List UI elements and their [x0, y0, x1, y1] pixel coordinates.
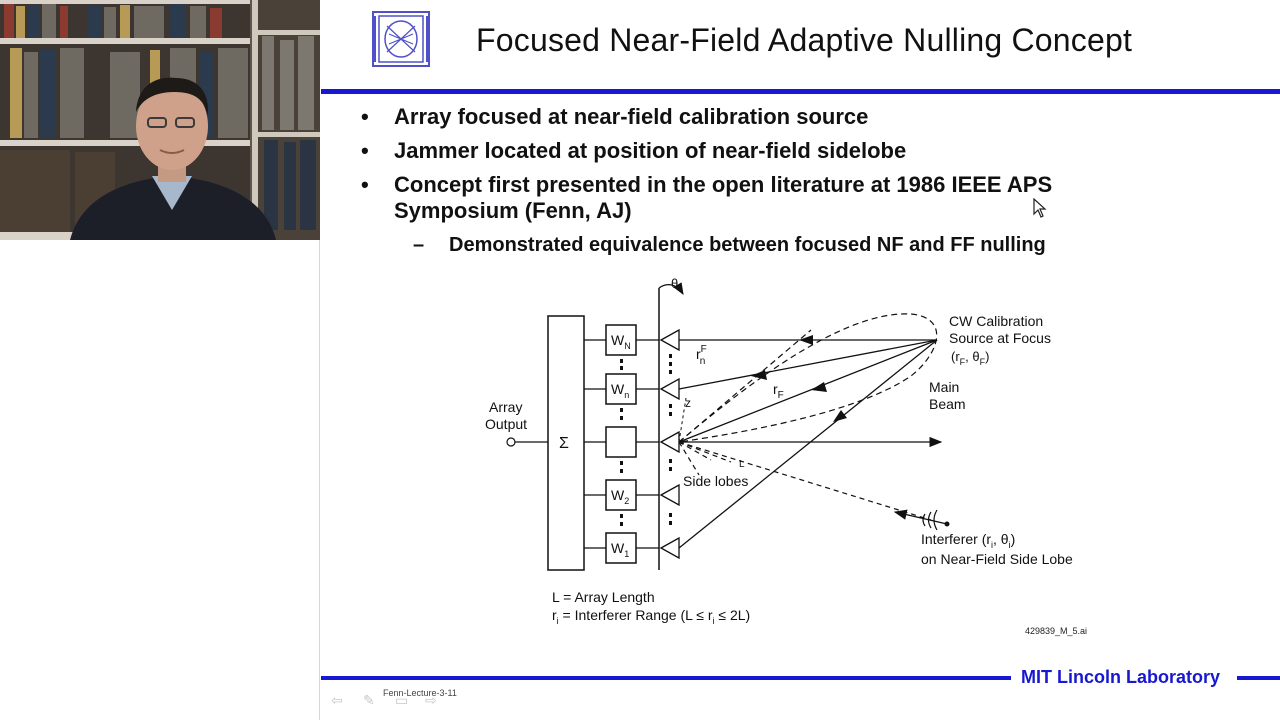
footer-rule-left [321, 676, 1011, 680]
weight-label-1: W1 [611, 540, 629, 559]
weight-box-1 [605, 532, 637, 564]
bullet-text: Jammer located at position of near-field… [394, 138, 907, 163]
footer-brand: MIT Lincoln Laboratory [1021, 667, 1221, 687]
interferer-label-1: Interferer (ri, θi) [921, 531, 1015, 550]
array-output-label-1: Array [489, 399, 522, 415]
antenna-elements [659, 328, 680, 560]
lecture-id: Fenn-Lecture-3-11 [383, 688, 457, 698]
z-label: z [685, 396, 691, 410]
weight-box-center [605, 426, 637, 458]
side-panel [0, 240, 320, 720]
main-beam-label-1: Main [929, 379, 959, 395]
pen-tool-icon[interactable]: ✎ [363, 692, 375, 708]
bullet-item: • Array focused at near-field calibratio… [361, 104, 869, 130]
figure-id: 429839_M_5.ai [1025, 626, 1088, 636]
next-slide-icon[interactable]: ⇨ [425, 692, 437, 708]
bullet-continuation: Symposium (Fenn, AJ) [394, 198, 632, 223]
screen-icon[interactable]: ▭ [395, 692, 409, 708]
lincoln-lab-logo-icon [372, 11, 430, 67]
title-rule [321, 89, 1280, 94]
interferer-icon [922, 509, 938, 531]
cw-label-1: CW Calibration [949, 313, 1043, 329]
rf-label: rF [773, 381, 784, 401]
summer-box [547, 315, 585, 571]
main-beam-lobe [676, 313, 938, 443]
weight-label-n: Wn [611, 381, 629, 400]
cw-label-3: (rF, θF) [951, 349, 989, 367]
footer-rule-right [1237, 676, 1280, 680]
l-label: L [739, 459, 745, 470]
legend-line-1: L = Array Length [552, 589, 655, 605]
sub-bullet-item: – Demonstrated equivalence between focus… [413, 234, 1046, 257]
cw-label-2: Source at Focus [949, 330, 1051, 346]
theta-label: θ [671, 276, 678, 291]
bullet-marker: • [361, 104, 369, 129]
weight-label-2: W2 [611, 487, 629, 506]
array-output-label-2: Output [485, 416, 527, 432]
prev-slide-icon[interactable]: ⇦ [331, 692, 343, 708]
presenter [70, 77, 276, 240]
mouse-cursor-icon [1033, 198, 1047, 218]
webcam-video[interactable] [0, 0, 320, 240]
slide: Focused Near-Field Adaptive Nulling Conc… [321, 0, 1280, 720]
legend-line-2: ri = Interferer Range (L ≤ ri ≤ 2L) [552, 607, 750, 626]
bullet-item: • Jammer located at position of near-fie… [361, 138, 907, 164]
side-lobes [678, 441, 932, 521]
bullet-item: • Concept first presented in the open li… [361, 172, 1053, 198]
sigma-label: Σ [559, 435, 569, 452]
slide-title: Focused Near-Field Adaptive Nulling Conc… [476, 22, 1133, 58]
sub-bullet-marker: – [413, 234, 425, 256]
bullet-marker: • [361, 138, 369, 163]
interferer-label-2: on Near-Field Side Lobe [921, 551, 1073, 567]
array-output-port [506, 437, 516, 447]
main-beam-label-2: Beam [929, 396, 966, 412]
ellipsis-dots [620, 354, 672, 526]
nulling-diagram: Σ Array Output WN Wn W2 [485, 276, 1073, 626]
presenter-video-frame [0, 0, 320, 240]
bullet-text: Concept first presented in the open lite… [394, 172, 1053, 197]
sub-bullet-text: Demonstrated equivalence between focused… [449, 234, 1046, 256]
bullet-text: Array focused at near-field calibration … [394, 104, 869, 129]
side-lobes-label: Side lobes [683, 473, 748, 489]
weight-label-n-cap: WN [611, 332, 631, 351]
bullet-marker: • [361, 172, 369, 197]
